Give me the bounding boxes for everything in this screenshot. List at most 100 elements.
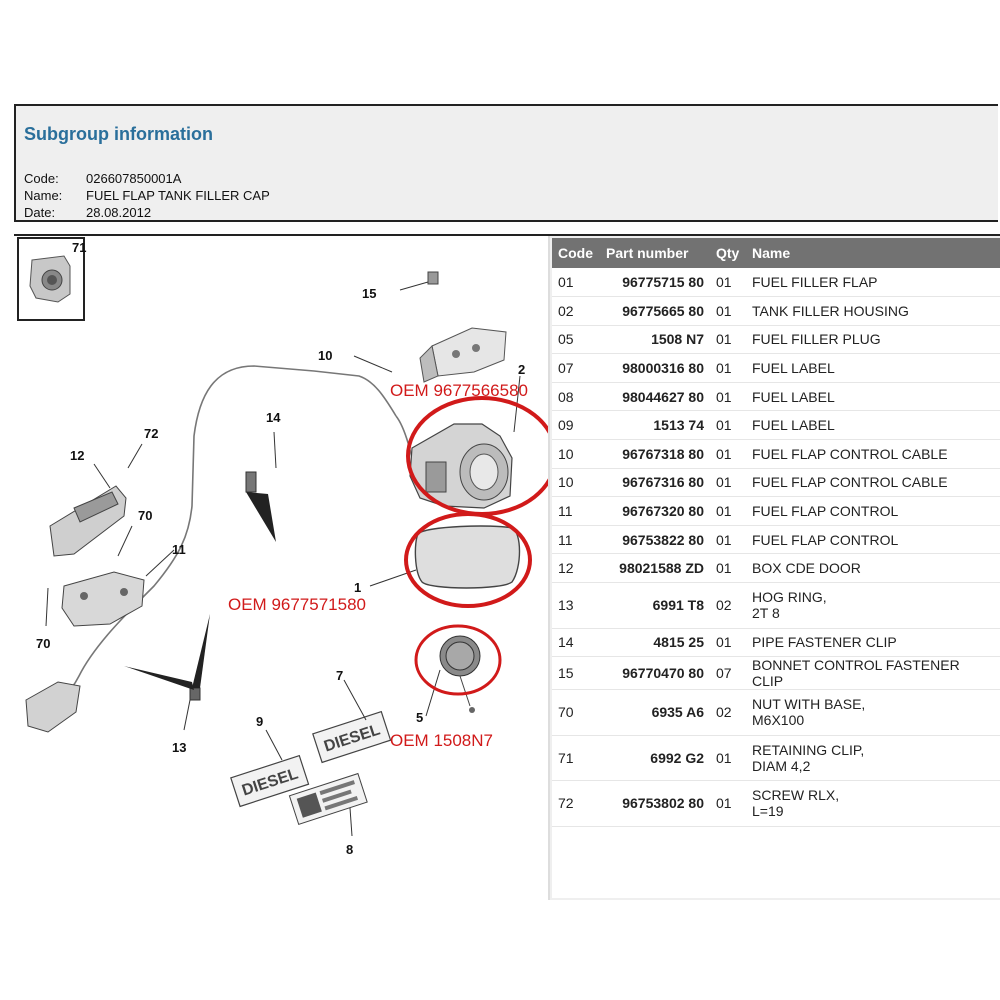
cell-name-line1: FUEL FILLER FLAP — [752, 274, 878, 291]
cell-name: NUT WITH BASE,M6X100 — [746, 689, 1000, 736]
cell-part-number: 96767320 80 — [600, 496, 710, 526]
col-code-header[interactable]: Code — [552, 238, 600, 268]
callout-8: 8 — [346, 842, 353, 857]
callout-72: 72 — [144, 426, 158, 441]
col-part-number-header[interactable]: Part number — [600, 238, 710, 268]
cell-name: PIPE FASTENER CLIP — [746, 628, 1000, 658]
cell-part-number: 6935 A6 — [600, 689, 710, 736]
cell-qty: 01 — [710, 553, 746, 584]
subgroup-info-panel: Subgroup information Code:026607850001A … — [14, 104, 998, 222]
pipe-clip-14 — [245, 471, 257, 493]
tank-filler-housing — [409, 423, 513, 509]
cell-code: 07 — [552, 353, 600, 383]
flap-control-top — [419, 327, 507, 383]
cell-qty: 01 — [710, 296, 746, 326]
cell-name-line1: BOX CDE DOOR — [752, 560, 861, 577]
clip-71-thumbnail — [17, 237, 85, 321]
callout-2: 2 — [518, 362, 525, 377]
cell-name: SCREW RLX,L=19 — [746, 780, 1000, 827]
cell-name-line1: FUEL LABEL — [752, 417, 835, 434]
cell-name-line1: SCREW RLX, — [752, 787, 840, 804]
oem-label-housing: OEM 9677566580 — [390, 381, 528, 400]
callout-11: 11 — [172, 542, 186, 557]
cell-part-number: 98044627 80 — [600, 382, 710, 412]
cell-code: 15 — [552, 656, 600, 691]
name-value: FUEL FLAP TANK FILLER CAP — [86, 188, 270, 203]
cell-part-number: 6991 T8 — [600, 582, 710, 629]
cell-name-line1: FUEL FLAP CONTROL — [752, 531, 899, 548]
cell-name: FUEL FILLER PLUG — [746, 325, 1000, 355]
callout-7: 7 — [336, 668, 343, 683]
cell-qty: 01 — [710, 468, 746, 498]
cell-code: 09 — [552, 410, 600, 441]
cell-name: FUEL LABEL — [746, 353, 1000, 383]
cell-part-number: 98021588 ZD — [600, 553, 710, 584]
cell-name-line1: FUEL FLAP CONTROL CABLE — [752, 474, 948, 491]
date-label: Date: — [24, 205, 56, 220]
cell-part-number: 96753822 80 — [600, 525, 710, 555]
lower-bracket-part — [25, 681, 81, 733]
cell-name: HOG RING,2T 8 — [746, 582, 1000, 629]
cell-part-number: 1513 74 — [600, 410, 710, 441]
cell-name-line2: L=19 — [752, 803, 784, 820]
cell-code: 05 — [552, 325, 600, 355]
cell-name-line1: HOG RING, — [752, 589, 827, 606]
callout-12: 12 — [70, 448, 84, 463]
cell-code: 72 — [552, 780, 600, 827]
cell-name: RETAINING CLIP,DIAM 4,2 — [746, 735, 1000, 782]
barcode-label-8 — [288, 772, 368, 825]
cell-name-line1: FUEL FLAP CONTROL CABLE — [752, 445, 948, 462]
cell-qty: 01 — [710, 496, 746, 526]
cell-code: 70 — [552, 689, 600, 736]
cell-code: 10 — [552, 468, 600, 498]
col-qty-header[interactable]: Qty — [710, 238, 746, 268]
col-name-header[interactable]: Name — [746, 238, 1000, 268]
oem-label-flap: OEM 9677571580 — [228, 595, 366, 614]
cell-name-line2: M6X100 — [752, 712, 805, 729]
cell-qty: 01 — [710, 439, 746, 469]
cell-name: BOX CDE DOOR — [746, 553, 1000, 584]
exploded-view-svg: DIESEL DIESEL — [17, 237, 558, 857]
cell-name: FUEL FLAP CONTROL CABLE — [746, 468, 1000, 498]
oem-circle-flap — [404, 512, 532, 608]
cell-part-number: 96775715 80 — [600, 268, 710, 298]
cell-qty: 01 — [710, 525, 746, 555]
cell-name-line1: BONNET CONTROL FASTENER CLIP — [752, 657, 960, 690]
diesel-label-7: DIESEL — [312, 710, 392, 764]
callout-13: 13 — [172, 740, 186, 755]
oem-circle-plug — [414, 624, 502, 696]
cell-code: 08 — [552, 382, 600, 412]
parts-diagram: DIESEL DIESEL — [14, 236, 558, 900]
callout-10: 10 — [318, 348, 332, 363]
cell-part-number: 98000316 80 — [600, 353, 710, 383]
cell-qty: 01 — [710, 268, 746, 298]
cell-part-number: 96770470 80 — [600, 656, 710, 691]
cell-code: 01 — [552, 268, 600, 298]
cell-code: 71 — [552, 735, 600, 782]
callout-9: 9 — [256, 714, 263, 729]
cell-qty: 02 — [710, 689, 746, 736]
cell-code: 12 — [552, 553, 600, 584]
cell-qty: 01 — [710, 325, 746, 355]
cell-name-line1: RETAINING CLIP, — [752, 741, 865, 758]
cell-part-number: 96767318 80 — [600, 439, 710, 469]
cell-name: FUEL LABEL — [746, 382, 1000, 412]
